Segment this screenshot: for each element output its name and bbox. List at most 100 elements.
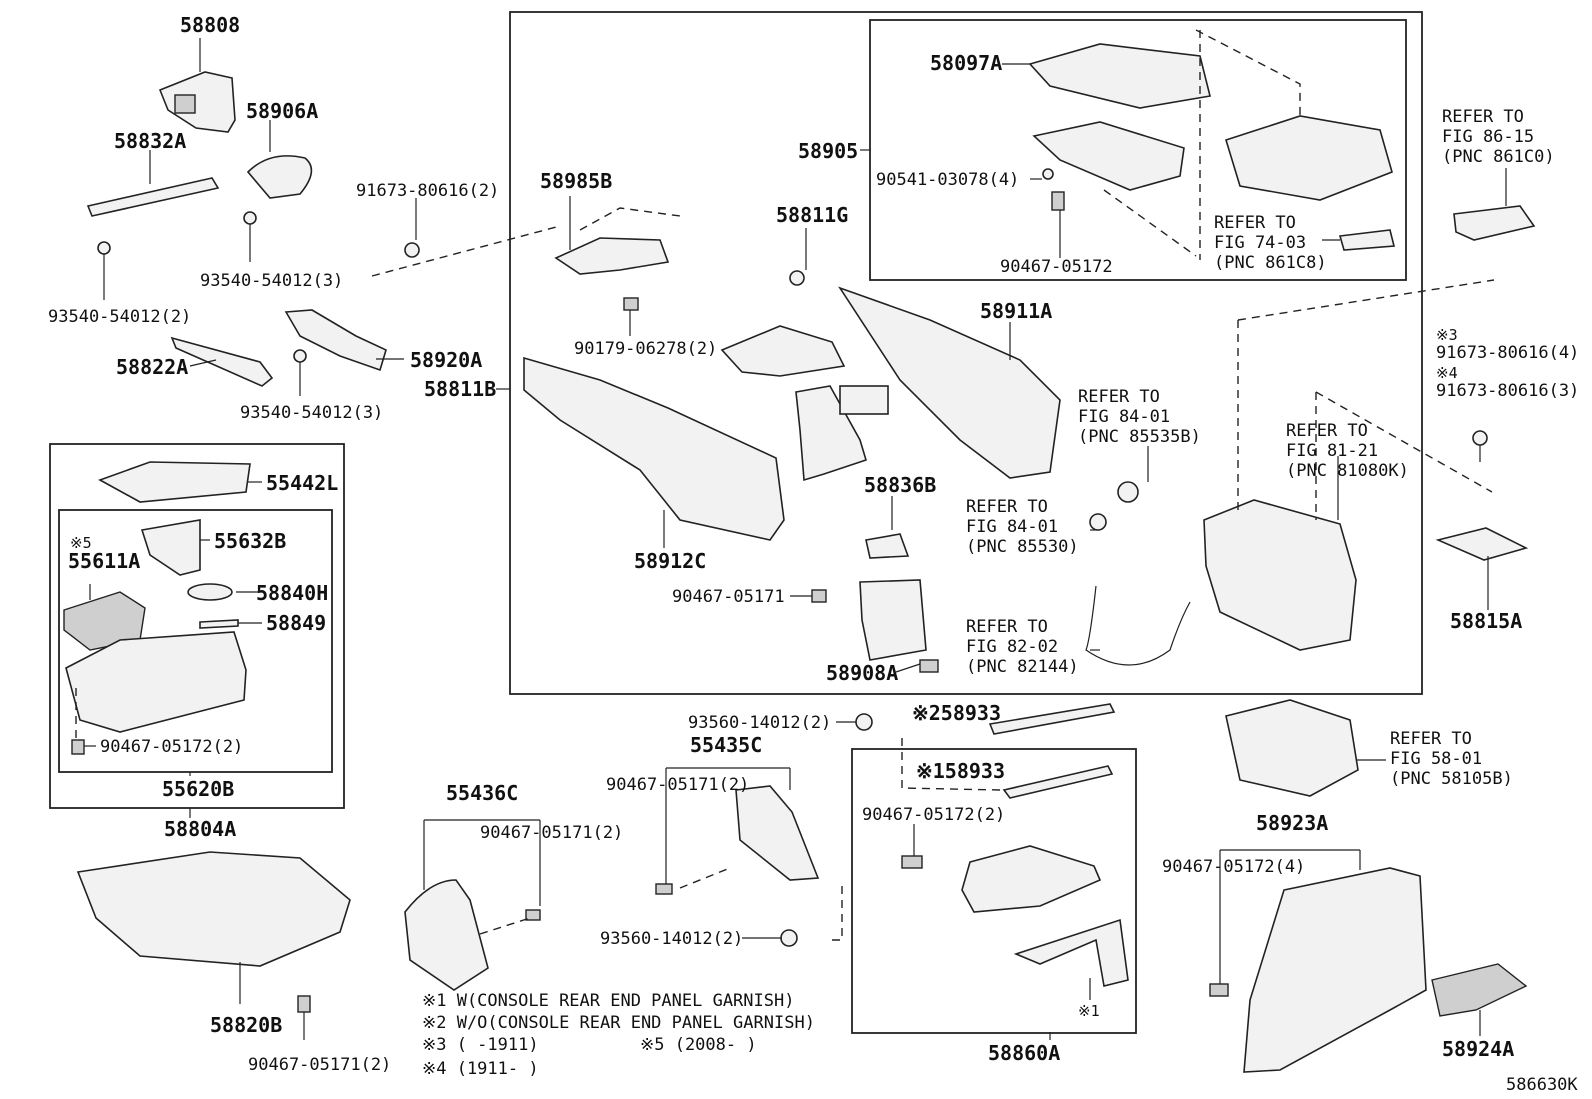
- side-panel-58912C: [523, 356, 785, 541]
- clip-icons: [71, 191, 1229, 1013]
- label-ref8202-3: (PNC 82144): [966, 657, 1079, 677]
- console-box-upper: [1225, 115, 1393, 201]
- label-note4: ※4: [1436, 364, 1458, 382]
- label-58849: 58849: [266, 611, 326, 635]
- label-legend4: ※4 (1911- ): [422, 1059, 539, 1079]
- label-ref7403-3: (PNC 861C8): [1214, 253, 1327, 273]
- label-58924A: 58924A: [1442, 1037, 1514, 1061]
- lid-58097A: [1028, 43, 1211, 109]
- label-58985B: 58985B: [540, 169, 612, 193]
- label-ref5801-3: (PNC 58105B): [1390, 769, 1513, 789]
- lid-inner-58905: [1032, 121, 1185, 191]
- label-58911A: 58911A: [980, 299, 1052, 323]
- strip-part: [86, 177, 220, 217]
- left-outer-box: [49, 443, 345, 809]
- label-ref8121-2: FIG 81-21: [1286, 441, 1378, 461]
- label-55442L: 55442L: [266, 471, 338, 495]
- label-58804A: 58804A: [164, 817, 236, 841]
- label-58820B: 58820B: [210, 1013, 282, 1037]
- label-58836B: 58836B: [864, 473, 936, 497]
- mat-part: [98, 461, 251, 503]
- pad-58836B: [865, 533, 910, 559]
- bracket-58985B: [554, 237, 670, 275]
- label-55632B: 55632B: [214, 529, 286, 553]
- label-ref8121-1: REFER TO: [1286, 421, 1368, 441]
- label-ref8202-1: REFER TO: [966, 617, 1048, 637]
- console-base-part: [76, 851, 351, 967]
- console-box-main: [1203, 499, 1357, 651]
- socket-85530: [1089, 513, 1107, 531]
- label-ref8121-3: (PNC 81080K): [1286, 461, 1409, 481]
- bracket-part-55632B: [140, 519, 201, 576]
- dashed-lines: [75, 29, 1495, 941]
- label-58840H: 58840H: [256, 581, 328, 605]
- label-58933-1: ※158933: [916, 759, 1005, 783]
- vent-assembly: [961, 845, 1102, 913]
- inner-tray-part: [65, 631, 247, 733]
- label-93540-54012-2: 93540-54012(2): [48, 307, 191, 327]
- leader-lines: [84, 38, 1507, 1040]
- label-ref5801-2: FIG 58-01: [1390, 749, 1482, 769]
- label-ref8401b-2: FIG 84-01: [966, 517, 1058, 537]
- label-91673-80616-2: 91673-80616(2): [356, 181, 499, 201]
- garnish-58924A: [1431, 963, 1528, 1017]
- label-90467-05172-4: 90467-05172(4): [1162, 857, 1305, 877]
- socket-85535B: [1117, 481, 1139, 503]
- label-90467-05171-2a: 90467-05171(2): [606, 775, 749, 795]
- cap-part: [246, 155, 313, 199]
- label-58815A: 58815A: [1450, 609, 1522, 633]
- label-ref8202-2: FIG 82-02: [966, 637, 1058, 657]
- label-58920A: 58920A: [410, 348, 482, 372]
- label-ref8615-3: (PNC 861C0): [1442, 147, 1555, 167]
- label-90467-05171-2c: 90467-05171(2): [248, 1055, 391, 1075]
- label-55435C: 55435C: [690, 733, 762, 757]
- label-note5: ※5: [70, 534, 92, 552]
- label-58905: 58905: [798, 139, 858, 163]
- label-90467-05172-2b: 90467-05172(2): [862, 805, 1005, 825]
- label-55611A: 55611A: [68, 549, 140, 573]
- label-90467-05172-2a: 90467-05172(2): [100, 737, 243, 757]
- label-ref8401a-1: REFER TO: [1078, 387, 1160, 407]
- label-90467-05171-2b: 90467-05171(2): [480, 823, 623, 843]
- label-58860A: 58860A: [988, 1041, 1060, 1065]
- diagram-code: 586630K: [1506, 1075, 1578, 1095]
- lower-center-box: [851, 748, 1137, 1034]
- label-ref7403-1: REFER TO: [1214, 213, 1296, 233]
- wire-harness: [1085, 585, 1191, 666]
- side-panel-58911A: [838, 286, 1061, 479]
- label-90541-03078: 90541-03078(4): [876, 170, 1019, 190]
- label-legend1: ※1 W(CONSOLE REAR END PANEL GARNISH): [422, 991, 794, 1011]
- label-58906A: 58906A: [246, 99, 318, 123]
- label-ref8401b-1: REFER TO: [966, 497, 1048, 517]
- label-note3: ※3: [1436, 326, 1458, 344]
- label-ref8615-1: REFER TO: [1442, 107, 1524, 127]
- plate-part-58849: [199, 619, 239, 629]
- strip-58933-lower: [1002, 765, 1114, 799]
- console-box-58923A: [1225, 699, 1359, 797]
- rear-end-panel: [1243, 867, 1427, 1073]
- label-93540-54012-3b: 93540-54012(3): [240, 403, 383, 423]
- label-58822A: 58822A: [116, 355, 188, 379]
- cup-holder-58908A: [859, 579, 927, 661]
- side-panel-55435C: [735, 785, 820, 881]
- pad-861C8: [1338, 229, 1396, 251]
- label-ref5801-1: REFER TO: [1390, 729, 1472, 749]
- trim-part-58822A: [170, 336, 274, 387]
- label-legend5: ※5 (2008- ): [640, 1035, 757, 1055]
- ring-part-58840H: [187, 583, 233, 601]
- label-ref8401a-2: FIG 84-01: [1078, 407, 1170, 427]
- label-58811B: 58811B: [424, 377, 496, 401]
- label-91673-80616-4: 91673-80616(4): [1436, 343, 1579, 363]
- labels: 58808 58906A 58832A 91673-80616(2) 93540…: [48, 13, 1579, 1095]
- label-ref8401b-3: (PNC 85530): [966, 537, 1079, 557]
- strip-58933-upper: [988, 703, 1116, 735]
- label-58923A: 58923A: [1256, 811, 1328, 835]
- label-legend3: ※3 ( -1911): [422, 1035, 539, 1055]
- label-58832A: 58832A: [114, 129, 186, 153]
- label-93540-54012-3a: 93540-54012(3): [200, 271, 343, 291]
- garnish-frame: [1013, 918, 1129, 987]
- screw-icons: [97, 168, 1488, 947]
- label-58912C: 58912C: [634, 549, 706, 573]
- main-center-box: [509, 11, 1423, 695]
